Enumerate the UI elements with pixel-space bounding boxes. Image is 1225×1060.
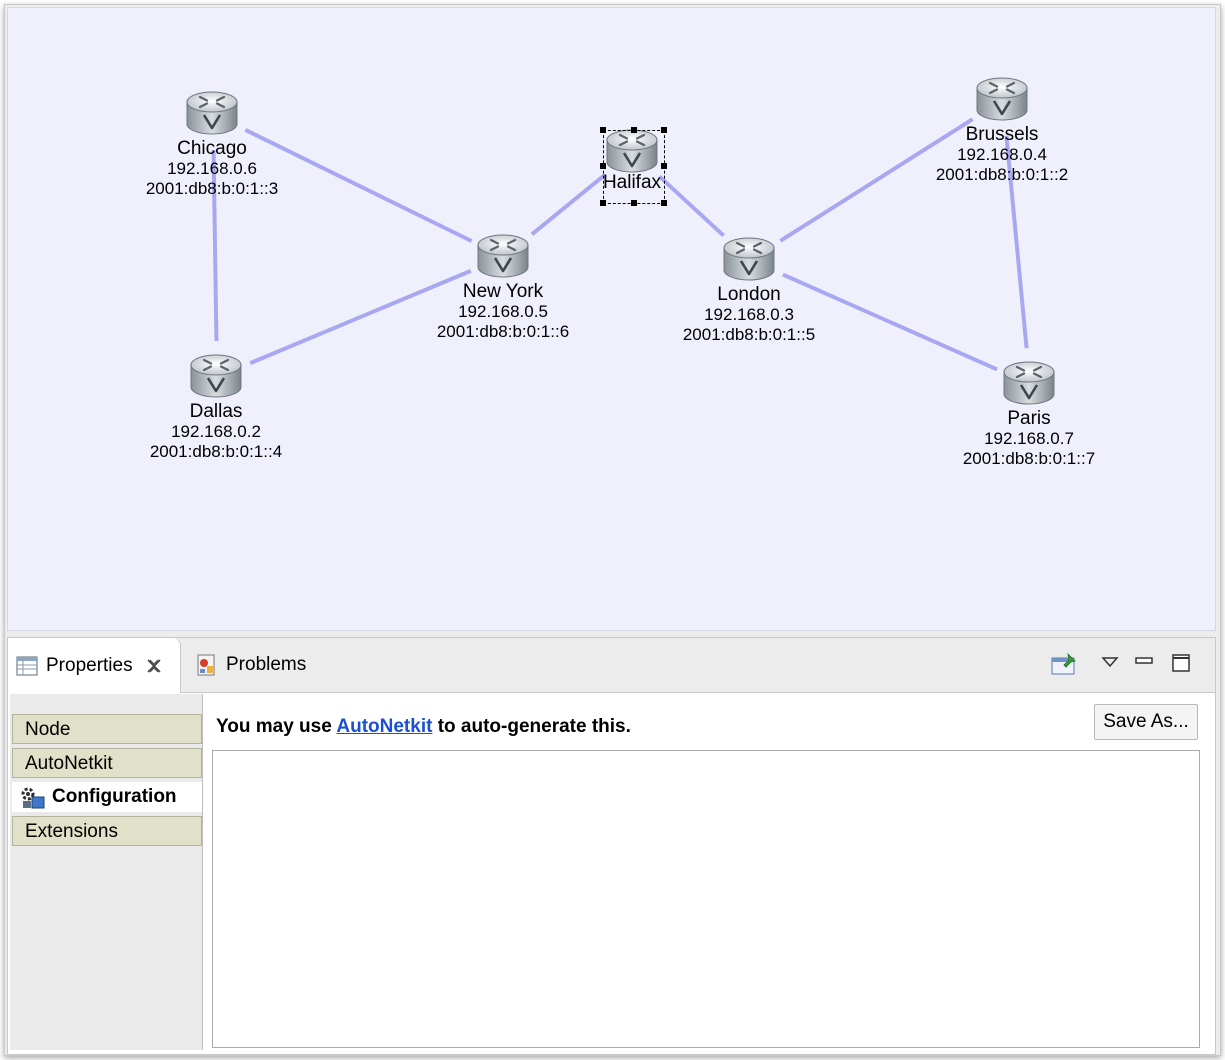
node-ipv6: 2001:db8:b:0:1::7 xyxy=(962,449,1096,468)
router-icon xyxy=(1001,358,1057,408)
section-tab-label: AutoNetkit xyxy=(25,753,113,774)
router-icon xyxy=(974,74,1030,124)
section-tab-node[interactable]: Node xyxy=(12,714,202,744)
node-ipv6: 2001:db8:b:0:1::3 xyxy=(145,179,279,198)
resize-handle[interactable] xyxy=(631,200,637,206)
hint-prefix: You may use xyxy=(216,716,337,737)
node-name: London xyxy=(717,284,781,305)
autonetkit-link[interactable]: AutoNetkit xyxy=(336,716,433,737)
router-icon xyxy=(188,351,244,401)
resize-handle[interactable] xyxy=(600,200,606,206)
section-tab-autonetkit[interactable]: AutoNetkit xyxy=(12,748,202,778)
router-icon xyxy=(475,231,531,281)
resize-handle[interactable] xyxy=(661,127,667,133)
node-halifax[interactable]: Halifax xyxy=(512,126,752,193)
problems-icon xyxy=(197,654,215,676)
save-as-button[interactable]: Save As... xyxy=(1094,704,1198,740)
hint-suffix: to auto-generate this. xyxy=(432,716,631,737)
node-chicago[interactable]: Chicago 192.168.0.6 2001:db8:b:0:1::3 xyxy=(92,88,332,199)
node-london[interactable]: London 192.168.0.3 2001:db8:b:0:1::5 xyxy=(629,234,869,345)
node-ipv4: 192.168.0.3 xyxy=(704,305,794,324)
node-ipv4: 192.168.0.5 xyxy=(458,302,548,321)
node-ipv4: 192.168.0.4 xyxy=(957,145,1047,164)
link-chicago-newyork[interactable] xyxy=(244,128,473,243)
properties-icon xyxy=(16,656,38,675)
network-links xyxy=(211,117,1029,372)
pin-icon[interactable] xyxy=(1050,652,1078,678)
section-tab-label: Extensions xyxy=(25,821,118,842)
node-name: Dallas xyxy=(189,401,243,422)
resize-handle[interactable] xyxy=(661,163,667,169)
resize-handle[interactable] xyxy=(600,127,606,133)
router-icon xyxy=(184,88,240,138)
node-name: New York xyxy=(462,281,544,302)
node-ipv6: 2001:db8:b:0:1::4 xyxy=(149,442,283,461)
tab-label: Properties xyxy=(46,654,133,676)
link-newyork-halifax[interactable] xyxy=(530,173,607,236)
node-ipv4: 192.168.0.6 xyxy=(167,159,257,178)
node-brussels[interactable]: Brussels 192.168.0.4 2001:db8:b:0:1::2 xyxy=(882,74,1122,185)
resize-handle[interactable] xyxy=(631,127,637,133)
node-name: Chicago xyxy=(177,138,247,159)
node-paris[interactable]: Paris 192.168.0.7 2001:db8:b:0:1::7 xyxy=(909,358,1149,469)
view-menu-icon[interactable] xyxy=(1100,652,1120,672)
node-ipv4: 192.168.0.7 xyxy=(984,429,1074,448)
panel-tab-bar: Properties Problems xyxy=(8,638,1215,693)
maximize-icon[interactable] xyxy=(1170,652,1192,674)
link-london-brussels[interactable] xyxy=(779,117,974,243)
section-tab-label: Node xyxy=(25,719,71,740)
tab-problems[interactable]: Problems xyxy=(188,638,338,692)
link-brussels-paris[interactable] xyxy=(1004,135,1029,349)
selection-box xyxy=(600,127,667,206)
configuration-text-area[interactable] xyxy=(212,750,1200,1048)
minimize-icon[interactable] xyxy=(1133,652,1155,672)
autogenerate-hint: You may use AutoNetkit to auto-generate … xyxy=(216,716,631,738)
node-ipv6: 2001:db8:b:0:1::2 xyxy=(935,165,1069,184)
node-dallas[interactable]: Dallas 192.168.0.2 2001:db8:b:0:1::4 xyxy=(96,351,336,462)
node-name: Brussels xyxy=(965,124,1039,145)
node-ipv6: 2001:db8:b:0:1::6 xyxy=(436,322,570,341)
node-name: Paris xyxy=(1007,408,1051,429)
link-london-paris[interactable] xyxy=(782,272,998,372)
section-tab-configuration[interactable]: Configuration xyxy=(12,782,202,812)
property-sections-sidebar: Node AutoNetkit Configuration Extensions xyxy=(10,694,203,1050)
link-chicago-dallas[interactable] xyxy=(211,149,219,342)
section-tab-extensions[interactable]: Extensions xyxy=(12,816,202,846)
link-dallas-newyork[interactable] xyxy=(249,269,472,365)
tab-label: Problems xyxy=(226,654,307,675)
link-halifax-london[interactable] xyxy=(658,174,725,238)
close-icon[interactable] xyxy=(145,657,163,675)
node-ipv4: 192.168.0.2 xyxy=(171,422,261,441)
network-canvas[interactable]: Chicago 192.168.0.6 2001:db8:b:0:1::3 Da… xyxy=(7,7,1216,631)
properties-panel: Properties Problems xyxy=(7,637,1216,1055)
resize-handle[interactable] xyxy=(661,200,667,206)
node-new-york[interactable]: New York 192.168.0.5 2001:db8:b:0:1::6 xyxy=(383,231,623,342)
configuration-icon xyxy=(21,787,45,809)
tab-properties[interactable]: Properties xyxy=(8,638,181,693)
app-window: Chicago 192.168.0.6 2001:db8:b:0:1::3 Da… xyxy=(4,4,1221,1056)
section-tab-label: Configuration xyxy=(52,786,177,807)
router-icon xyxy=(721,234,777,284)
resize-handle[interactable] xyxy=(600,163,606,169)
node-ipv6: 2001:db8:b:0:1::5 xyxy=(682,325,816,344)
node-name: Halifax xyxy=(602,172,662,193)
